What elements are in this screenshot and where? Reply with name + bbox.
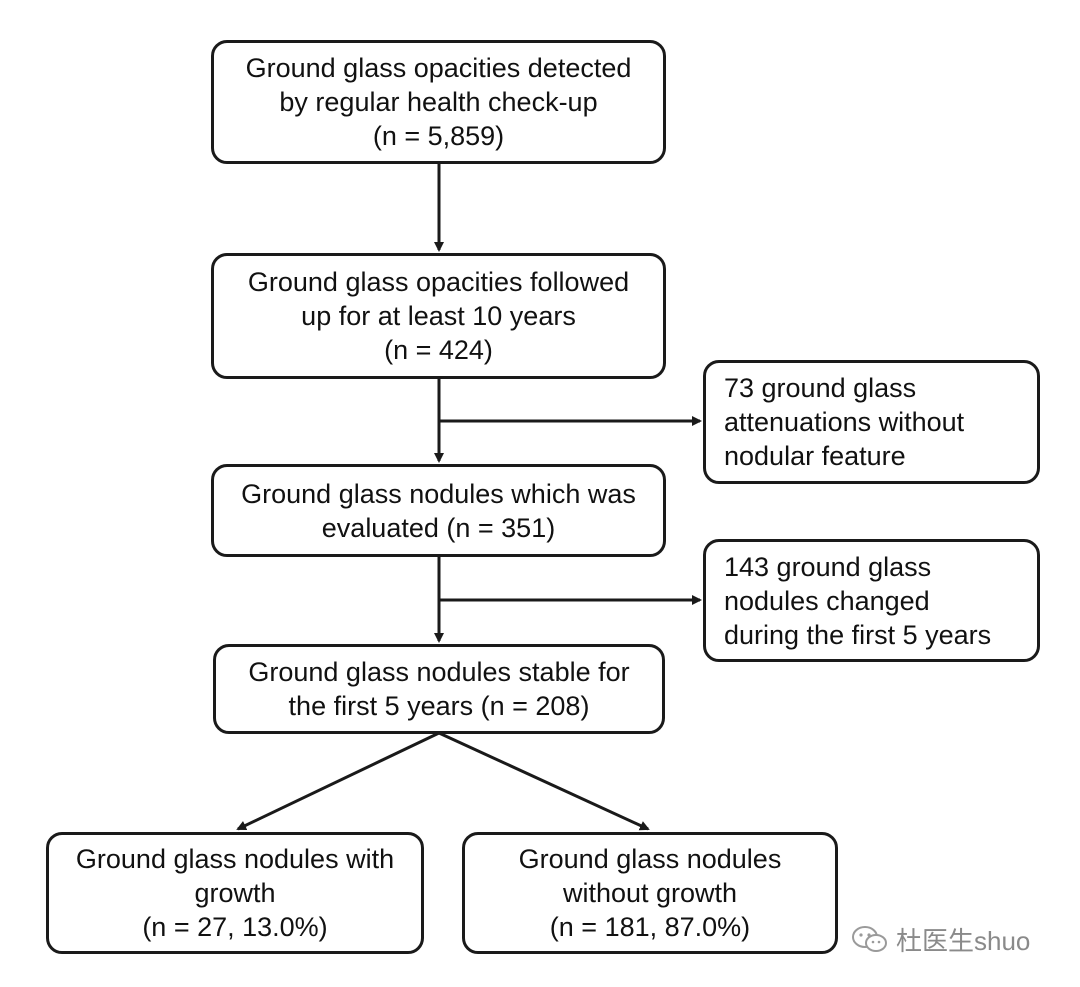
box-excluded-attenuations: 73 ground glass attenuations without nod… bbox=[703, 360, 1040, 484]
box-line: (n = 181, 87.0%) bbox=[549, 912, 751, 942]
box-ggo-detected: Ground glass opacities detected by regul… bbox=[211, 40, 666, 164]
box-nodules-stable: Ground glass nodules stable for the firs… bbox=[213, 644, 665, 734]
arrow-box4-to-box5 bbox=[236, 731, 440, 831]
box-line: 143 ground glass bbox=[724, 551, 932, 582]
box-line: nodules changed bbox=[724, 585, 930, 616]
box-line: without growth bbox=[562, 878, 738, 908]
watermark: 杜医生shuo bbox=[850, 921, 1030, 958]
box-ggo-followed: Ground glass opacities followed up for a… bbox=[211, 253, 666, 379]
box-line: 73 ground glass bbox=[724, 373, 917, 403]
arrow-box4-to-box6 bbox=[438, 731, 650, 831]
box-line: attenuations without bbox=[724, 407, 965, 437]
box-line: Ground glass nodules stable for bbox=[248, 657, 630, 687]
wechat-icon bbox=[852, 925, 887, 952]
box-line: the first 5 years (n = 208) bbox=[288, 691, 590, 721]
box-line: Ground glass nodules which was bbox=[241, 478, 636, 509]
box-nodules-evaluated: Ground glass nodules which was evaluated… bbox=[211, 464, 666, 557]
box-line: nodular feature bbox=[724, 441, 906, 471]
box-line: Ground glass nodules with bbox=[75, 844, 395, 874]
box-line: up for at least 10 years bbox=[301, 301, 576, 331]
box-line: (n = 27, 13.0%) bbox=[142, 912, 328, 942]
box-line: Ground glass nodules bbox=[518, 844, 782, 874]
box-line: (n = 424) bbox=[384, 335, 493, 365]
box-line: Ground glass opacities followed bbox=[247, 267, 630, 297]
watermark-text: 杜医生shuo bbox=[896, 926, 1031, 956]
box-line: by regular health check-up bbox=[279, 87, 598, 117]
box-nodules-without-growth: Ground glass nodules without growth (n =… bbox=[462, 832, 838, 954]
box-line: during the first 5 years bbox=[724, 619, 992, 650]
box-line: growth bbox=[194, 878, 276, 908]
box-line: (n = 5,859) bbox=[372, 121, 505, 151]
box-line: Ground glass opacities detected bbox=[245, 53, 632, 83]
box-line: evaluated (n = 351) bbox=[321, 512, 556, 543]
box-excluded-changed: 143 ground glass nodules changed during … bbox=[703, 539, 1040, 662]
box-nodules-with-growth: Ground glass nodules with growth (n = 27… bbox=[46, 832, 424, 954]
